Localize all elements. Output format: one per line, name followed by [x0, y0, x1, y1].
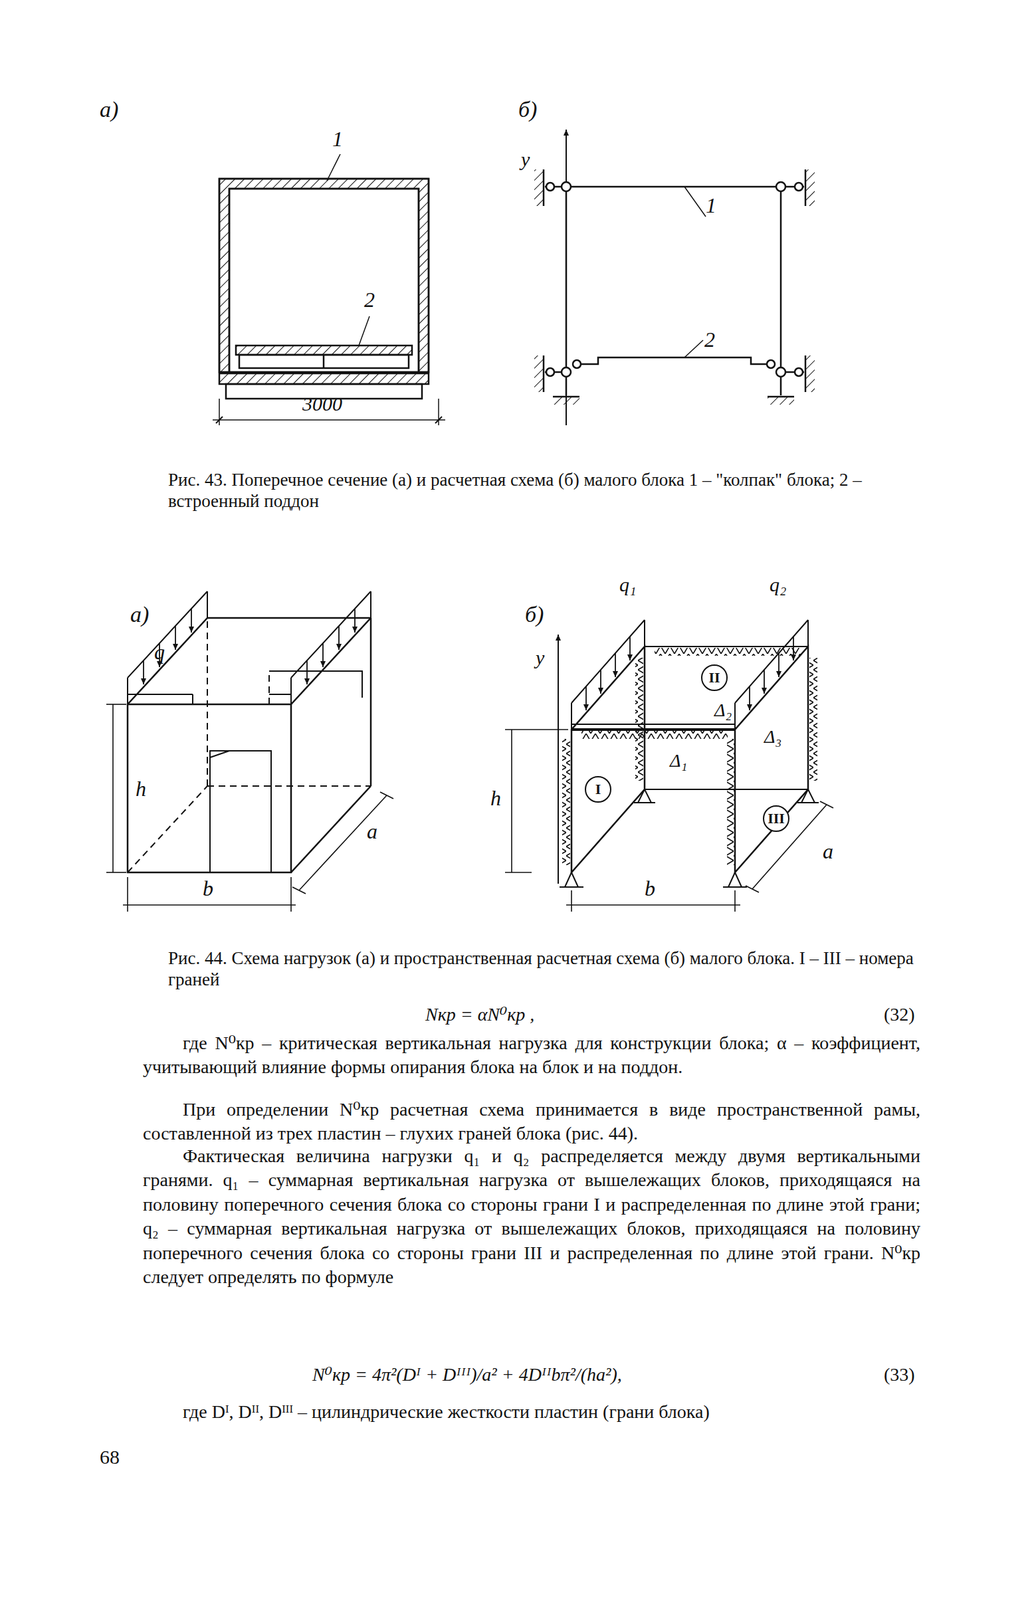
dimension: b [644, 875, 656, 902]
face-number-circle: III [762, 805, 790, 832]
equation-number-text: (33) [883, 1364, 916, 1385]
body-text: При определении N⁰кр расчетная схема при… [142, 1097, 921, 1147]
formula: Nкр = αN⁰кр , [425, 1003, 535, 1027]
load-scheme [106, 591, 394, 912]
displacement-label: Δ₁ [669, 749, 688, 773]
formula-text: N⁰кр = 4π²(Dᴵ + Dᴵᴵᴵ)/a² + 4Dᴵᴵbπ²/(ha²)… [312, 1364, 622, 1385]
dimension: a [822, 838, 834, 864]
body-text: где Dᴵ, Dᴵᴵ, Dᴵᴵᴵ – цилиндрические жестк… [182, 1400, 710, 1424]
callout-number: 1 [332, 126, 343, 152]
load-label-text: q [154, 639, 165, 664]
equation-number: (33) [883, 1363, 916, 1387]
body-text-text: Фактическая величина нагрузки q₁ и q₂ ра… [142, 1145, 921, 1288]
face-number-circle: I [584, 776, 612, 803]
dimension: h [490, 785, 502, 811]
displacement-label: Δ₂ [714, 699, 732, 722]
axis-label-text: y [520, 148, 530, 171]
load-label-text: q₁ [619, 573, 636, 596]
callout-number: 2 [704, 326, 716, 353]
face-number: I [595, 780, 602, 799]
dimension: a [366, 818, 378, 844]
callout-number-text: 2 [704, 327, 716, 352]
figure-caption: Рис. 44. Схема нагрузок (а) и пространст… [168, 947, 920, 991]
figure-letter-text: а) [99, 97, 119, 122]
dimension: h [135, 776, 147, 802]
figure-letter-text: б) [524, 602, 544, 627]
figure-caption-text: Рис. 44. Схема нагрузок (а) и пространст… [168, 948, 914, 990]
callout-number: 1 [705, 192, 717, 218]
body-text-text: где N⁰кр – критическая вертикальная нагр… [142, 1032, 921, 1078]
section-drawing [212, 154, 446, 426]
dimension: 3000 [302, 392, 343, 416]
figure-letter: б) [524, 601, 544, 629]
dimension-text: 3000 [302, 392, 343, 415]
dimension-text: h [135, 776, 147, 801]
callout-number-text: 1 [332, 126, 343, 151]
face-number: III [767, 810, 785, 828]
displacement-label-text: Δ₁ [669, 750, 688, 771]
callout-number: 2 [364, 287, 375, 313]
face-number-circle: II [701, 664, 728, 692]
frame-scheme [534, 129, 815, 426]
dimension: b [202, 875, 214, 902]
displacement-label-text: Δ₃ [764, 726, 782, 747]
body-text: Фактическая величина нагрузки q₁ и q₂ ра… [142, 1144, 921, 1290]
formula: N⁰кр = 4π²(Dᴵ + Dᴵᴵᴵ)/a² + 4Dᴵᴵbπ²/(ha²)… [312, 1363, 622, 1387]
displacement-label-text: Δ₂ [714, 699, 732, 721]
figure-caption-text: Рис. 43. Поперечное сечение (а) и расчет… [168, 469, 862, 512]
load-label: q₁ [619, 572, 636, 597]
body-text: где N⁰кр – критическая вертикальная нагр… [142, 1031, 921, 1080]
dimension-text: h [490, 786, 502, 811]
callout-number-text: 1 [705, 193, 717, 218]
figure-caption: Рис. 43. Поперечное сечение (а) и расчет… [168, 469, 920, 513]
load-label: q₂ [769, 572, 787, 597]
body-text-text: При определении N⁰кр расчетная схема при… [142, 1099, 921, 1144]
load-label-text: q₂ [769, 573, 787, 596]
axis-label-text: y [535, 646, 545, 669]
figure-letter: а) [99, 96, 119, 124]
dimension-text: a [366, 819, 378, 844]
axis-label: y [535, 645, 545, 670]
face-number: II [708, 669, 720, 687]
body-text-text: где Dᴵ, Dᴵᴵ, Dᴵᴵᴵ – цилиндрические жестк… [182, 1401, 710, 1423]
dimension-text: a [822, 839, 834, 864]
formula-text: Nкр = αN⁰кр , [425, 1004, 535, 1025]
page-number: 68 [99, 1445, 120, 1470]
figure-letter-text: а) [130, 602, 149, 627]
spatial-scheme [505, 620, 834, 912]
dimension-text: b [644, 876, 656, 901]
callout-number-text: 2 [364, 287, 375, 312]
displacement-label: Δ₃ [764, 725, 782, 749]
dimension-text: b [202, 876, 214, 901]
load-label: q [154, 639, 165, 665]
figure-letter: а) [130, 601, 149, 629]
figure-letter: б) [518, 96, 537, 124]
equation-number-text: (32) [883, 1004, 916, 1025]
page-number-text: 68 [99, 1446, 120, 1468]
equation-number: (32) [883, 1003, 916, 1027]
figure-letter-text: б) [518, 97, 537, 122]
axis-label: y [520, 147, 530, 172]
